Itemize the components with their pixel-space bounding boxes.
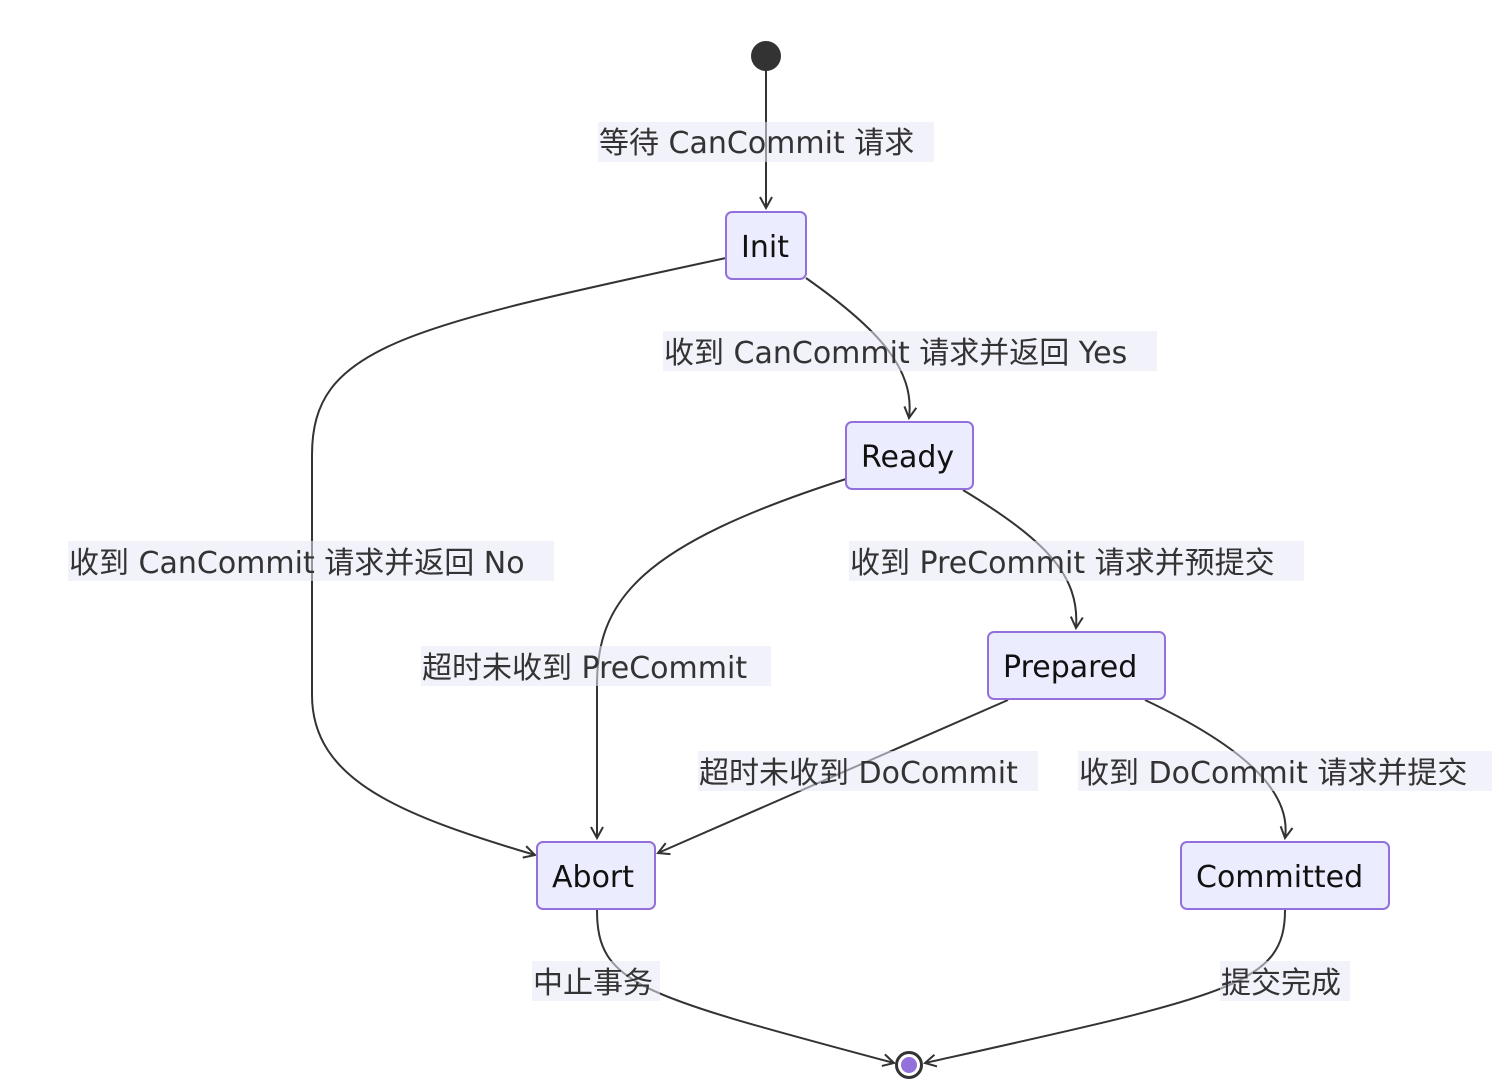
label-ready-to-prepared: 收到 PreCommit 请求并预提交 [849, 541, 1304, 581]
state-abort: Abort [536, 841, 656, 910]
svg-text:超时未收到 PreCommit: 超时未收到 PreCommit [422, 651, 747, 686]
end-node [895, 1051, 923, 1079]
svg-text:收到 CanCommit 请求并返回 Yes: 收到 CanCommit 请求并返回 Yes [664, 336, 1127, 371]
label-prepared-to-committed: 收到 DoCommit 请求并提交 [1078, 751, 1492, 791]
svg-text:收到 PreCommit 请求并预提交: 收到 PreCommit 请求并预提交 [850, 546, 1275, 581]
state-prepared-label: Prepared [1003, 650, 1137, 685]
svg-text:提交完成: 提交完成 [1221, 966, 1341, 1001]
edge-committed-to-end [925, 909, 1286, 1063]
state-committed-label: Committed [1196, 860, 1363, 895]
start-node [751, 41, 781, 71]
svg-text:收到 DoCommit 请求并提交: 收到 DoCommit 请求并提交 [1079, 756, 1467, 791]
label-prepared-to-abort: 超时未收到 DoCommit [698, 751, 1038, 791]
svg-text:等待 CanCommit 请求: 等待 CanCommit 请求 [599, 126, 914, 161]
state-prepared: Prepared [987, 631, 1166, 700]
state-ready-label: Ready [861, 440, 954, 475]
state-init: Init [725, 211, 807, 280]
label-abort-to-end: 中止事务 [532, 961, 660, 1001]
label-ready-to-abort: 超时未收到 PreCommit [421, 646, 771, 686]
label-committed-to-end: 提交完成 [1220, 961, 1350, 1001]
edge-init-to-abort [311, 257, 727, 855]
state-ready: Ready [845, 421, 974, 490]
svg-text:收到 CanCommit 请求并返回 No: 收到 CanCommit 请求并返回 No [69, 546, 525, 581]
state-init-label: Init [741, 230, 789, 265]
label-init-to-ready: 收到 CanCommit 请求并返回 Yes [663, 331, 1157, 371]
state-committed: Committed [1180, 841, 1390, 910]
svg-text:中止事务: 中止事务 [533, 966, 653, 1001]
label-init-to-abort: 收到 CanCommit 请求并返回 No [68, 541, 554, 581]
svg-text:超时未收到 DoCommit: 超时未收到 DoCommit [699, 756, 1018, 791]
label-start-to-init: 等待 CanCommit 请求 [598, 122, 934, 162]
state-abort-label: Abort [552, 860, 634, 895]
